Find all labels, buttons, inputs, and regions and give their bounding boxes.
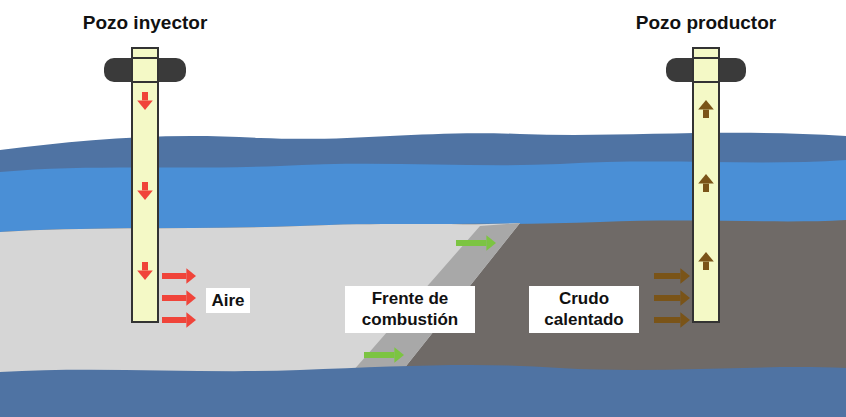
callout-box: Crudo calentado (529, 286, 639, 333)
flow-arrow (364, 352, 394, 358)
flow-arrow (654, 295, 680, 301)
arrow-head (186, 268, 196, 284)
arrow-head (137, 190, 153, 200)
flow-arrow (142, 182, 148, 190)
flow-arrow (142, 92, 148, 100)
label-text: Pozo inyector (83, 12, 208, 34)
flow-arrow (162, 295, 186, 301)
flow-arrow (456, 240, 486, 246)
arrow-head (698, 174, 714, 184)
wellhead-bore (693, 58, 719, 82)
well-label: Pozo productor (636, 12, 776, 34)
well-label: Pozo inyector (83, 12, 208, 34)
arrow-head (680, 312, 690, 328)
label-text: Pozo productor (636, 12, 776, 34)
flow-arrow (703, 110, 709, 118)
producer-pipe (693, 48, 719, 322)
flow-arrow (142, 262, 148, 270)
burned-zone (0, 223, 520, 380)
wellhead (104, 58, 186, 82)
wellhead (666, 58, 746, 82)
flow-arrow (703, 262, 709, 270)
arrow-head (186, 312, 196, 328)
injector-pipe (132, 48, 158, 322)
arrow-head (186, 290, 196, 306)
arrow-head (137, 270, 153, 280)
flow-arrow (162, 273, 186, 279)
arrow-head (137, 100, 153, 110)
label-text: Frente de combustión (350, 288, 470, 331)
label-text: Crudo calentado (534, 288, 634, 331)
arrow-head (680, 268, 690, 284)
arrow-head (698, 100, 714, 110)
callout-box: Aire (206, 288, 249, 313)
arrow-head (680, 290, 690, 306)
flow-arrow (162, 317, 186, 323)
flow-arrow (654, 317, 680, 323)
callout-box: Frente de combustión (345, 286, 475, 333)
arrow-head (486, 235, 496, 251)
wellhead-bore (132, 58, 158, 82)
flow-arrow (703, 184, 709, 192)
base-layer (0, 365, 846, 417)
label-text: Aire (211, 290, 244, 311)
arrow-head (698, 252, 714, 262)
flow-arrow (654, 273, 680, 279)
combustion-front (345, 223, 520, 380)
arrow-head (394, 347, 404, 363)
